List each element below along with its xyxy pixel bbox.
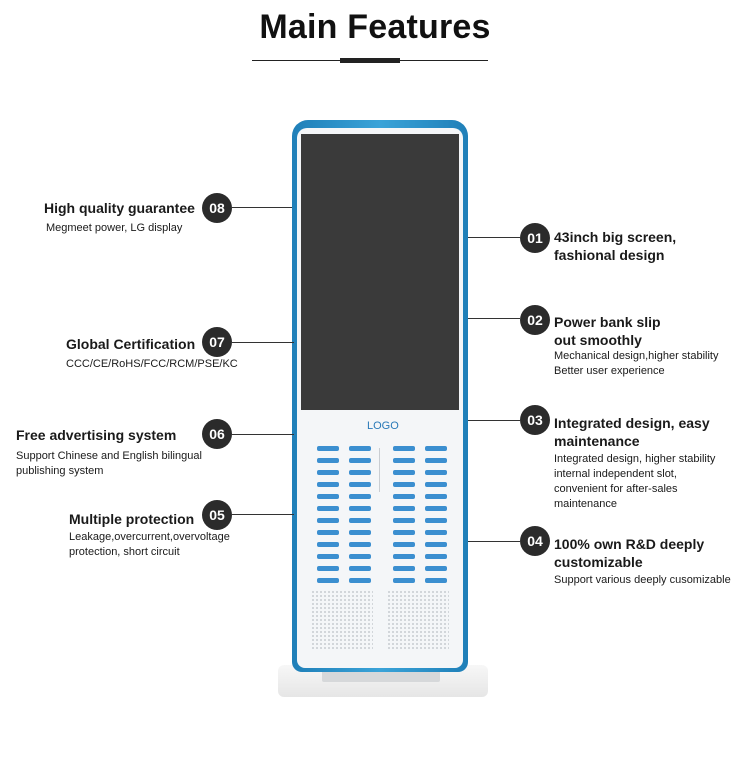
power-bank-slot: [425, 530, 447, 535]
feature-02-title-2: out smoothly: [554, 332, 642, 348]
feature-04-badge: 04: [520, 526, 550, 556]
power-bank-slot: [349, 578, 371, 583]
power-bank-slot: [349, 506, 371, 511]
feature-08-title: High quality guarantee: [44, 200, 195, 216]
feature-05-line: [232, 514, 294, 515]
power-bank-slot: [349, 566, 371, 571]
feature-03-desc-3: convenient for after-sales: [554, 483, 678, 495]
feature-02-line: [468, 318, 520, 319]
feature-03-badge: 03: [520, 405, 550, 435]
feature-06-line: [232, 434, 294, 435]
power-bank-slot: [425, 482, 447, 487]
power-bank-slot: [425, 566, 447, 571]
feature-05-title: Multiple protection: [69, 511, 195, 527]
power-bank-slot: [425, 578, 447, 583]
power-bank-slot: [393, 482, 415, 487]
feature-02-title-1: Power bank slip: [554, 314, 661, 330]
feature-03-desc-1: Integrated design, higher stability: [554, 453, 716, 465]
feature-05-badge: 05: [202, 500, 232, 530]
power-bank-slot: [317, 506, 339, 511]
feature-01-title-2: fashional design: [554, 247, 665, 263]
power-bank-slot: [425, 542, 447, 547]
power-bank-slot: [349, 554, 371, 559]
kiosk-screen: [301, 134, 459, 410]
power-bank-slot: [393, 518, 415, 523]
power-bank-slot: [393, 458, 415, 463]
power-bank-slot: [349, 458, 371, 463]
power-bank-slot: [317, 542, 339, 547]
feature-06-title: Free advertising system: [16, 427, 177, 443]
feature-02-desc-1: Mechanical design,higher stability: [554, 350, 719, 362]
feature-05-desc-2: protection, short circuit: [69, 546, 180, 558]
feature-07-title: Global Certification: [66, 336, 196, 352]
feature-02-desc-2: Better user experience: [554, 365, 665, 377]
title-rule-accent: [340, 58, 400, 63]
speaker-grille-left: [311, 590, 373, 650]
feature-07-badge: 07: [202, 327, 232, 357]
feature-04-title-1: 100% own R&D deeply: [554, 536, 705, 552]
feature-06-desc-1: Support Chinese and English bilingual: [16, 450, 202, 462]
feature-03-desc-2: internal independent slot,: [554, 468, 677, 480]
power-bank-slot: [393, 446, 415, 451]
power-bank-slot: [317, 470, 339, 475]
feature-02-badge: 02: [520, 305, 550, 335]
feature-08-line: [232, 207, 292, 208]
feature-03-line: [468, 420, 520, 421]
power-bank-slot: [317, 578, 339, 583]
feature-03-title-1: Integrated design, easy: [554, 415, 710, 431]
kiosk-logo: LOGO: [367, 420, 399, 432]
power-bank-slot: [393, 494, 415, 499]
power-bank-slot: [349, 494, 371, 499]
power-bank-slot: [317, 566, 339, 571]
power-bank-slot: [349, 530, 371, 535]
power-bank-slot: [393, 506, 415, 511]
power-bank-slot: [317, 530, 339, 535]
feature-07-desc-1: CCC/CE/RoHS/FCC/RCM/PSE/KC: [66, 358, 238, 370]
power-bank-slot: [425, 554, 447, 559]
power-bank-slot: [349, 518, 371, 523]
power-bank-slot: [425, 446, 447, 451]
feature-01-title-1: 43inch big screen,: [554, 229, 677, 245]
power-bank-slot: [317, 482, 339, 487]
power-bank-slot: [317, 494, 339, 499]
power-bank-slot: [393, 578, 415, 583]
slot-divider: [379, 448, 380, 492]
feature-08-desc-1: Megmeet power, LG display: [46, 222, 183, 234]
feature-04-line: [468, 541, 520, 542]
feature-03-title-2: maintenance: [554, 433, 640, 449]
feature-04-desc-1: Support various deeply cusomizable: [554, 574, 731, 586]
feature-03-desc-4: maintenance: [554, 498, 617, 510]
speaker-grille-right: [387, 590, 449, 650]
feature-06-desc-2: publishing system: [16, 465, 104, 477]
power-bank-slot: [349, 482, 371, 487]
power-bank-slot: [317, 458, 339, 463]
power-bank-slot: [393, 470, 415, 475]
power-bank-slot: [425, 458, 447, 463]
feature-01-line: [468, 237, 520, 238]
kiosk-body: LOGO: [297, 128, 463, 668]
power-bank-slot: [349, 470, 371, 475]
feature-04-title-2: customizable: [554, 554, 643, 570]
power-bank-slot: [393, 554, 415, 559]
power-bank-slot: [425, 470, 447, 475]
page-title: Main Features: [259, 8, 491, 46]
feature-07-line: [232, 342, 294, 343]
power-bank-slot: [349, 542, 371, 547]
power-bank-slot: [393, 542, 415, 547]
power-bank-slot: [393, 530, 415, 535]
power-bank-slot: [317, 518, 339, 523]
feature-01-badge: 01: [520, 223, 550, 253]
feature-06-badge: 06: [202, 419, 232, 449]
power-bank-slot: [425, 506, 447, 511]
feature-08-badge: 08: [202, 193, 232, 223]
power-bank-slot: [425, 518, 447, 523]
power-bank-slot: [425, 494, 447, 499]
power-bank-slot: [317, 446, 339, 451]
power-bank-slot: [349, 446, 371, 451]
power-bank-slot: [317, 554, 339, 559]
power-bank-slot: [393, 566, 415, 571]
feature-05-desc-1: Leakage,overcurrent,overvoltage: [69, 531, 230, 543]
